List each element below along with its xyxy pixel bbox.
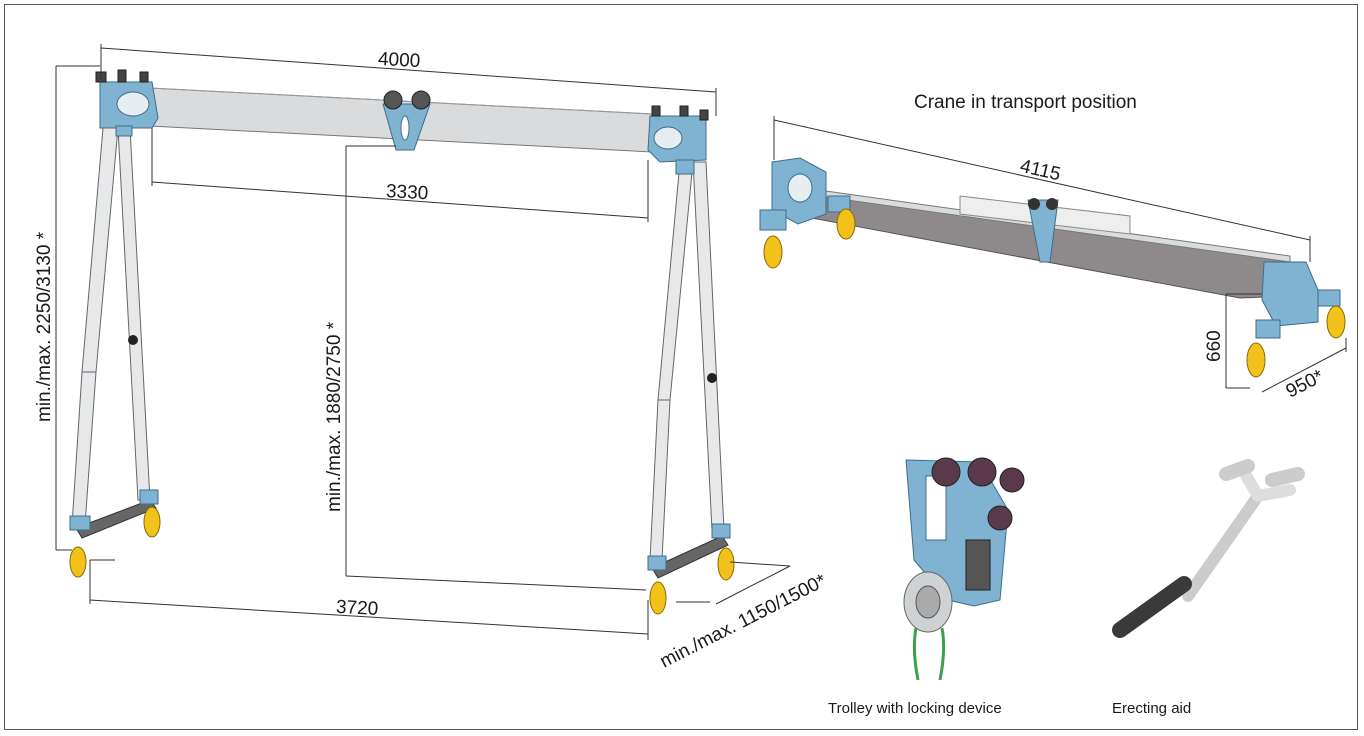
beam-trolley (382, 90, 431, 151)
transport-wheel-3 (1246, 342, 1266, 378)
left-base-rail (75, 499, 157, 539)
transport-wheel-4 (1326, 305, 1346, 339)
transport-crane-drawing (759, 157, 1346, 378)
erecting-aid-grip (1112, 576, 1192, 638)
dim-width-total: 4000 (377, 49, 420, 72)
left-leg-rear (117, 127, 151, 501)
dim-transport-height: 660 (1204, 330, 1225, 362)
left-front-wheel (69, 546, 87, 578)
dim-base-width: 3720 (335, 597, 378, 620)
trolley-caption: Trolley with locking device (828, 700, 1002, 717)
gantry-crane-drawing (69, 69, 735, 615)
transport-title: Crane in transport position (914, 92, 1137, 113)
trolley-detail-drawing (903, 457, 1025, 681)
right-front-wheel (649, 581, 667, 615)
left-leg-front (81, 127, 119, 373)
erecting-aid-caption: Erecting aid (1112, 700, 1191, 717)
right-leg-front (657, 161, 694, 401)
right-base-rail (651, 535, 729, 579)
main-dimension-lines (55, 44, 791, 640)
dim-beam-inner: 3330 (385, 181, 428, 204)
transport-wheel-2 (836, 208, 856, 240)
dim-height-total: min./max. 2250/3130 * (34, 231, 55, 422)
dim-transport-length: 4115 (1018, 156, 1063, 186)
transport-dimension-lines (773, 116, 1347, 393)
dim-base-depth: min./max. 1150/1500* (657, 570, 831, 672)
left-rear-wheel (143, 506, 161, 538)
dim-height-inner: min./max. 1880/2750 * (324, 321, 345, 512)
erecting-aid-drawing (1112, 459, 1305, 638)
right-leg-rear (692, 161, 725, 531)
dim-transport-width: 950* (1283, 366, 1328, 403)
right-rear-wheel (717, 547, 735, 581)
transport-wheel-1 (763, 235, 783, 269)
